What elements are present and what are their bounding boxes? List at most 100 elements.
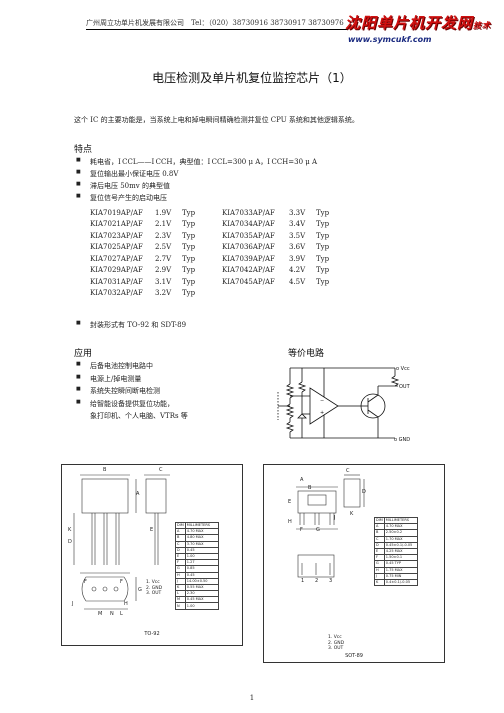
to92-dim-c: C [159, 467, 163, 473]
vcc-label: o Vcc [396, 366, 410, 372]
sot89-dim-a: A [300, 477, 304, 483]
pin-label: 2. GND [328, 640, 345, 646]
dim-cell: 0.4±0.1/-0.05 [383, 578, 418, 587]
part-cell: 3.1V [155, 277, 172, 286]
application-item: 象打印机、个人电脑、VTRs 等 [90, 412, 188, 420]
pin-label: 3. OUT [328, 646, 344, 651]
application-item: ■给智能设备提供复位功能， [76, 398, 174, 408]
dim-cell: N [175, 602, 186, 610]
part-cell: KIA7025AP/AF [90, 243, 143, 252]
sot89-dim-d: D [362, 489, 366, 495]
bullet-icon: ■ [76, 193, 81, 199]
part-cell: 3.5V [289, 231, 306, 240]
to92-pin-list: 1. Vcc 2. GND 3. OUT [146, 580, 162, 597]
to92-dim-f1: F [84, 579, 87, 585]
part-cell: KIA7035AP/AF [222, 231, 275, 240]
sot89-pin-1: 1 [301, 578, 305, 584]
company-header: 广州周立功单片机发展有限公司 Tel：（020）38730916 3873091… [86, 19, 344, 27]
pin-label: 3. OUT [146, 591, 162, 596]
part-cell: 3.2V [155, 289, 172, 298]
part-cell: KIA7045AP/AF [222, 277, 275, 286]
part-cell: KIA7042AP/AF [222, 266, 275, 275]
sot89-dim-c: C [346, 468, 350, 474]
equivalent-circuit-diagram: − + o Vcc OUT o GND [277, 366, 411, 443]
to92-dim-d: D [68, 539, 72, 545]
part-cell: Typ [316, 208, 330, 217]
applications-heading: 应用 [74, 349, 93, 359]
part-cell: 2.9V [155, 266, 172, 275]
to92-dim-b: B [103, 467, 107, 473]
site-logo[interactable]: 沈阳单片机开发网技术 www.symcukf.com [345, 12, 495, 52]
header-divider [86, 29, 348, 30]
sot89-pin-3: 3 [329, 578, 333, 584]
part-cell: KIA7036AP/AF [222, 243, 275, 252]
pin-label: 1. Vcc [328, 635, 342, 640]
bullet-icon: ■ [76, 169, 81, 175]
comparator-plus: + [320, 410, 324, 416]
application-item: ■后备电池控制电路中 [76, 361, 153, 370]
part-cell: 2.7V [155, 254, 172, 263]
part-cell: Typ [182, 266, 196, 275]
feature-item: ■ 滞后电压 50mv 的典型值 [76, 181, 170, 190]
bullet-icon: ■ [76, 320, 81, 326]
pin-label: 2. GND [146, 585, 163, 591]
sot89-dim-f: F [300, 527, 303, 533]
page-title: 电压检测及单片机复位监控芯片（1） [152, 71, 352, 85]
bullet-icon: ■ [76, 181, 81, 187]
part-cell: KIA7032AP/AF [90, 289, 143, 298]
application-item: ■系统失控瞬间断电检测 [76, 386, 160, 395]
part-cell: KIA7033AP/AF [222, 208, 275, 217]
bullet-icon: ■ [76, 386, 81, 392]
to92-dim-g: G [138, 587, 142, 593]
sot89-dim-h: H [288, 519, 292, 525]
part-cell: Typ [182, 277, 196, 286]
comparator-minus: − [320, 398, 324, 404]
bullet-icon: ■ [76, 157, 81, 163]
page-number: 1 [249, 694, 255, 702]
dim-cell: 1.00 [184, 602, 219, 610]
feature-item: ■ 复位输出最小保证电压 0.8V [76, 169, 179, 178]
part-cell: 4.2V [289, 266, 306, 275]
dim-cell: K [374, 578, 385, 587]
to92-caption: TO-92 [144, 631, 160, 637]
to92-dim-l: L [120, 611, 123, 617]
part-cell: 3.6V [289, 243, 306, 252]
features-heading: 特点 [74, 145, 93, 155]
to92-dim-h: H [124, 601, 128, 607]
part-cell: KIA7019AP/AF [90, 208, 143, 217]
part-cell: Typ [182, 208, 196, 217]
part-cell: KIA7021AP/AF [90, 220, 143, 229]
to92-dim-n: N [110, 611, 114, 617]
to92-dim-f2: F [120, 579, 123, 585]
part-cell: Typ [316, 231, 330, 240]
part-cell: KIA7034AP/AF [222, 220, 275, 229]
part-cell: KIA7029AP/AF [90, 266, 143, 275]
part-cell [222, 288, 289, 300]
part-cell: KIA7023AP/AF [90, 231, 143, 240]
bullet-icon: ■ [76, 361, 81, 367]
part-cell: 1.9V [155, 208, 172, 217]
part-cell: Typ [316, 254, 330, 263]
equivalent-circuit-heading: 等价电路 [288, 349, 325, 359]
sot89-dim-k: K [350, 511, 354, 517]
sot89-dim-g: G [316, 527, 320, 533]
part-cell: 2.1V [155, 220, 172, 229]
part-cell: Typ [182, 231, 196, 240]
part-cell: 3.3V [289, 208, 306, 217]
sot89-pin-list: 1. Vcc 2. GND 3. OUT [328, 635, 344, 652]
to92-dim-e: E [150, 527, 154, 533]
to92-dim-k: K [68, 527, 72, 533]
application-item: ■电源上/掉电测量 [76, 373, 142, 383]
part-cell: 3.4V [289, 220, 306, 229]
